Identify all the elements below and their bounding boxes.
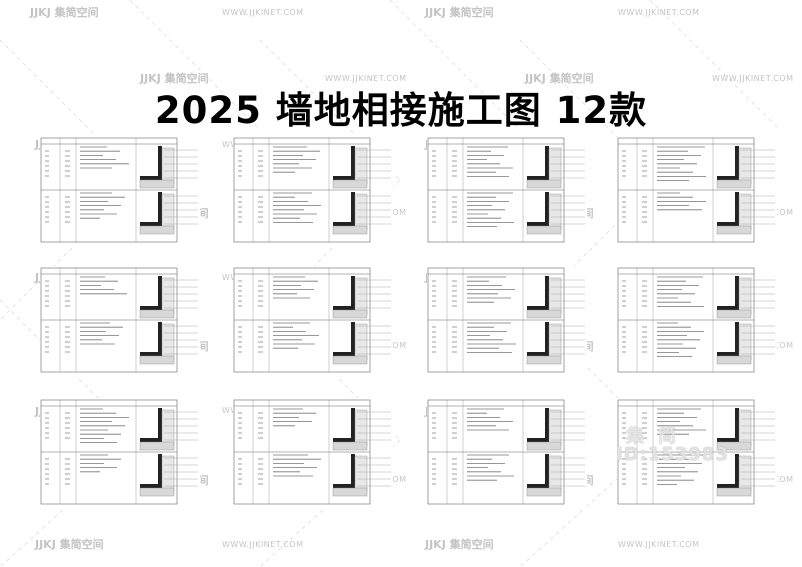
drawing-sheet — [233, 266, 393, 376]
drawing-sheet — [40, 398, 200, 508]
id-stamp: ID:153983 — [616, 444, 729, 465]
watermark-logo: JJKJ 集简空间 — [525, 72, 594, 85]
watermark-logo: JJKJ 集简空间 — [425, 538, 494, 551]
drawing-sheet — [40, 266, 200, 376]
drawing-sheet — [427, 266, 587, 376]
drawing-sheet — [617, 136, 777, 246]
drawing-sheet — [617, 266, 777, 376]
watermark-url: WWW.JJKINET.COM — [325, 74, 407, 83]
drawing-sheet — [40, 136, 200, 246]
watermark-logo: JJKJ 集简空间 — [35, 538, 104, 551]
watermark-logo: JJKJ 集简空间 — [140, 72, 209, 85]
watermark-url: WWW.JJKINET.COM — [618, 8, 700, 17]
watermark-url: WWW.JJKINET.COM — [712, 74, 794, 83]
watermark-logo: JJKJ 集简空间 — [425, 6, 494, 19]
watermark-logo: JJKJ 集简空间 — [30, 6, 99, 19]
watermark-url: WWW.JJKINET.COM — [222, 540, 304, 549]
drawing-sheet — [427, 398, 587, 508]
drawing-sheet — [617, 398, 777, 508]
watermark-url: WWW.JJKINET.COM — [618, 540, 700, 549]
drawing-sheet — [427, 136, 587, 246]
drawing-sheet — [233, 398, 393, 508]
page-title: 2025 墙地相接施工图 12款 — [154, 89, 648, 132]
watermark-big-logo: 集简 — [626, 426, 690, 447]
watermark-url: WWW.JJKINET.COM — [222, 8, 304, 17]
drawing-sheet — [233, 136, 393, 246]
